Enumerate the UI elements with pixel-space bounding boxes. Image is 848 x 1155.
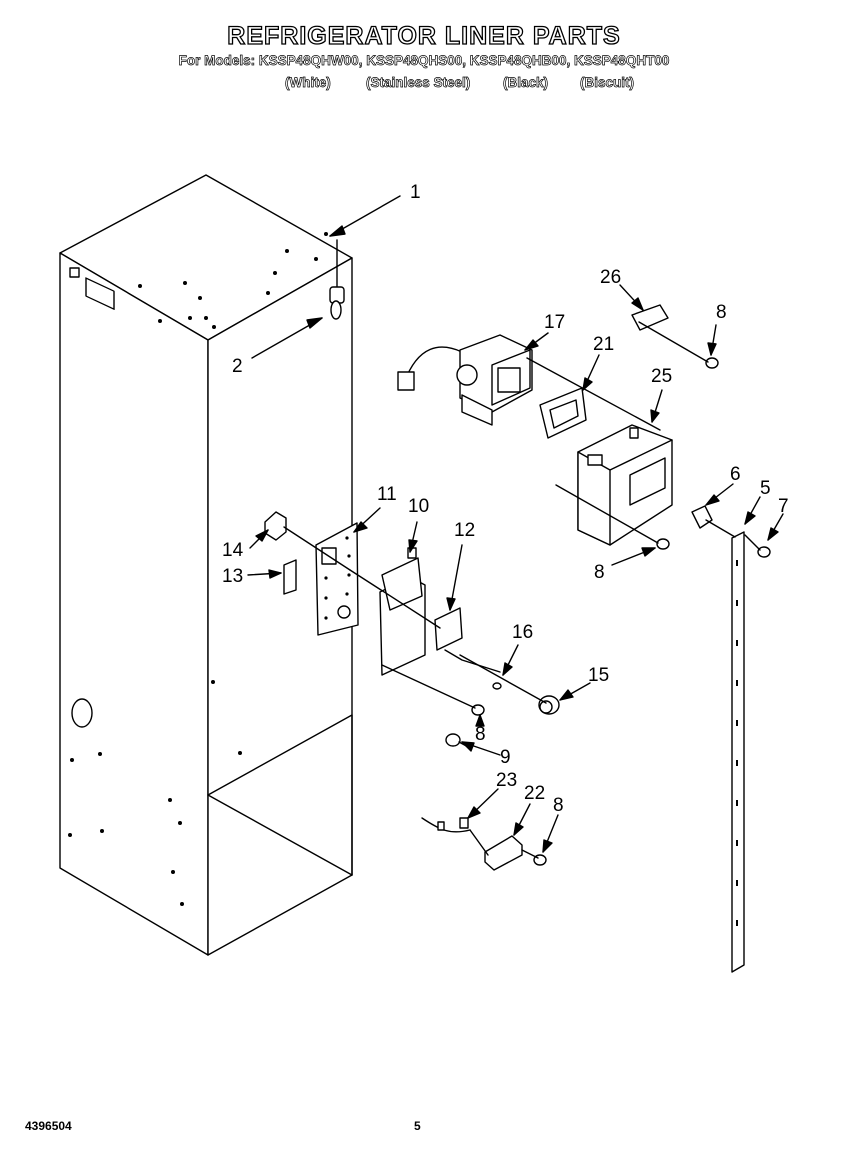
callout-8-d: 8 (553, 795, 564, 816)
part-15-knob (538, 695, 560, 715)
callout-15: 15 (588, 665, 609, 686)
variant-biscuit: (Biscuit) (580, 75, 635, 91)
doc-number: 4396504 (25, 1119, 72, 1133)
page-number: 5 (414, 1119, 421, 1133)
variant-black: (Black) (503, 75, 549, 91)
models-line: For Models: KSSP48QHW00, KSSP48QHS00, KS… (178, 53, 670, 69)
part-5-shelf-ladder (731, 531, 745, 973)
callout-8-c: 8 (475, 724, 486, 745)
part-6-clip (691, 505, 713, 529)
part-12-plate (434, 607, 501, 673)
callout-23: 23 (496, 770, 517, 791)
part-25-duct-housing (577, 424, 673, 546)
callout-14: 14 (222, 540, 244, 561)
callout-5: 5 (760, 478, 771, 499)
callout-10: 10 (408, 496, 429, 517)
callout-17: 17 (544, 312, 565, 333)
leader-arrows (247, 195, 784, 853)
callout-9: 9 (500, 747, 511, 768)
callout-labels: 1 2 26 8 17 21 25 6 5 7 8 11 10 12 14 13… (222, 182, 789, 816)
callout-1: 1 (410, 182, 421, 203)
part-10-housing (379, 547, 426, 676)
variant-stainless: (Stainless Steel) (366, 75, 471, 91)
callout-12: 12 (454, 520, 475, 541)
callout-6: 6 (730, 464, 741, 485)
part-22-switch (421, 817, 523, 871)
callout-7: 7 (778, 496, 789, 517)
liner-cabinet (59, 174, 353, 956)
screws (445, 357, 771, 866)
callout-16: 16 (512, 622, 533, 643)
callout-22: 22 (524, 783, 545, 804)
part-2-sensor (329, 239, 345, 320)
callout-26: 26 (600, 267, 621, 288)
callout-25: 25 (651, 366, 672, 387)
variant-white: (White) (285, 75, 331, 91)
callout-2: 2 (232, 356, 243, 377)
part-17-damper-control (397, 334, 533, 426)
callout-13: 13 (222, 566, 243, 587)
part-26-bracket (631, 304, 669, 331)
callout-8-a: 8 (716, 302, 727, 323)
callout-8-b: 8 (594, 562, 605, 583)
callout-11: 11 (377, 484, 397, 505)
callout-21: 21 (593, 334, 614, 355)
page-title: REFRIGERATOR LINER PARTS (227, 21, 621, 50)
part-11-control-bracket (315, 522, 359, 636)
part-13-label (283, 559, 297, 595)
part-21-gasket (539, 387, 587, 439)
